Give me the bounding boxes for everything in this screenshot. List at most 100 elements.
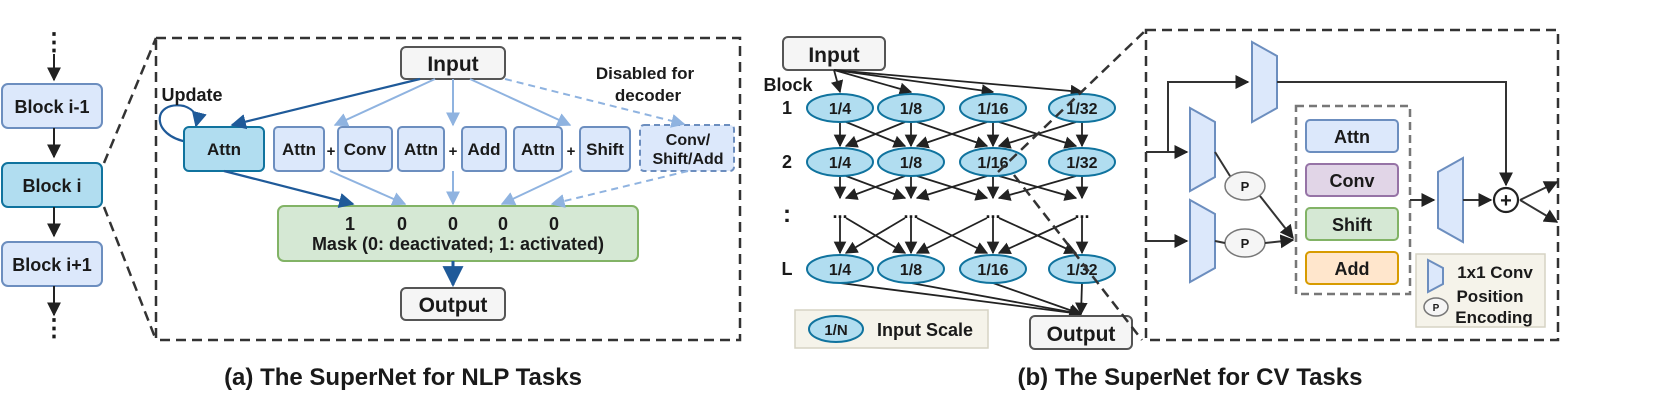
mask-value: 1 bbox=[345, 214, 355, 234]
svg-text:1/32: 1/32 bbox=[1066, 262, 1097, 279]
arrow-input-disabled bbox=[504, 78, 686, 128]
cv-caption: (b) The SuperNet for CV Tasks bbox=[1018, 364, 1363, 391]
pair-attn-conv: Attn + Conv bbox=[273, 126, 393, 172]
row-label: 2 bbox=[782, 152, 792, 172]
svg-text:1/16: 1/16 bbox=[977, 101, 1008, 118]
row-label: 1 bbox=[782, 98, 792, 118]
mask-box bbox=[277, 205, 639, 262]
svg-text:1/4: 1/4 bbox=[829, 262, 851, 279]
arrow-attn-mask bbox=[223, 169, 355, 209]
zoom-line-bottom bbox=[102, 206, 158, 341]
cv-input-label: Input bbox=[808, 44, 859, 67]
mask-value: 0 bbox=[498, 214, 508, 234]
row-ellipsis: ... bbox=[1074, 202, 1089, 222]
cv-zoom-line-top bbox=[997, 29, 1147, 173]
grid-arrow bbox=[844, 175, 906, 200]
scale-node: 1/4 bbox=[806, 93, 874, 123]
op-attn: Attn bbox=[1305, 119, 1399, 153]
nlp-dashed-frame bbox=[154, 36, 742, 342]
scale-node: 1/8 bbox=[877, 254, 945, 284]
pair-attn-add-plus: + bbox=[449, 143, 458, 160]
op-add: Add bbox=[1305, 251, 1399, 285]
nlp-panel: ⋮ Block i-1 Block i Block i+1 ⋮ Input Up… bbox=[1, 29, 742, 391]
position-encoding-symbol: P bbox=[1241, 179, 1250, 194]
op-conv: Conv bbox=[1305, 163, 1399, 197]
block-i-plus-1 bbox=[1, 241, 103, 287]
grid-arrow bbox=[833, 69, 995, 97]
block-i-label: Block i bbox=[22, 176, 81, 196]
grid-arrow bbox=[1075, 282, 1088, 316]
scale-node: 1/16 bbox=[959, 254, 1027, 284]
grid-arrow bbox=[997, 217, 1077, 255]
cv-output-box bbox=[1029, 315, 1133, 350]
conv1x1-top bbox=[1251, 40, 1278, 124]
arrow-disabled-mask bbox=[550, 170, 689, 208]
scale-node: 1/32 bbox=[1048, 254, 1116, 284]
position-encoding-node bbox=[1224, 171, 1266, 201]
disabled-note-line1: Disabled for bbox=[596, 64, 695, 83]
scale-node: 1/8 bbox=[877, 93, 945, 123]
cv-output-label: Output bbox=[1047, 323, 1116, 346]
grid-arrow bbox=[910, 282, 1083, 319]
pair-attn-add: Attn + Add bbox=[397, 126, 507, 172]
pair-attn-add-a: Attn bbox=[404, 140, 438, 159]
scale-node: 1/16 bbox=[959, 93, 1027, 123]
input-scale-text: Input Scale bbox=[877, 320, 973, 340]
pe-legend-line1: Position bbox=[1456, 287, 1523, 306]
sum-symbol: + bbox=[1500, 190, 1512, 212]
svg-text:Attn: Attn bbox=[1334, 127, 1370, 147]
conv1x1-legend-text: 1x1 Conv bbox=[1457, 263, 1533, 282]
nlp-input-label: Input bbox=[427, 53, 478, 76]
input-scale-symbol bbox=[808, 315, 864, 343]
pair-attn-conv-a: Attn bbox=[282, 140, 316, 159]
grid-arrow bbox=[844, 121, 906, 148]
grid-arrow bbox=[839, 282, 1083, 319]
cv-connections bbox=[1146, 75, 1559, 249]
scale-node: 1/32 bbox=[1048, 147, 1116, 177]
update-loop-arrow bbox=[158, 104, 207, 144]
input-scale-symbol-text: 1/N bbox=[824, 322, 847, 339]
conv1x1-legend-icon bbox=[1427, 258, 1444, 294]
position-encoding-symbol: P bbox=[1241, 236, 1250, 251]
sum-node bbox=[1492, 186, 1520, 214]
row-ellipsis: ... bbox=[903, 202, 918, 222]
grid-arrow bbox=[997, 175, 1077, 201]
arrow-pair1-mask bbox=[329, 170, 407, 206]
conv-shift-add-box bbox=[639, 124, 735, 172]
nlp-output-label: Output bbox=[419, 294, 488, 317]
svg-text:1/32: 1/32 bbox=[1066, 101, 1097, 118]
grid-arrow bbox=[992, 282, 1083, 317]
svg-text:Shift: Shift bbox=[1332, 215, 1372, 235]
svg-text:1/8: 1/8 bbox=[900, 155, 922, 172]
mask-value: 0 bbox=[397, 214, 407, 234]
block-header: Block bbox=[763, 75, 813, 95]
mask-value: 0 bbox=[448, 214, 458, 234]
grid-arrow bbox=[830, 69, 844, 94]
conv1x1-merge bbox=[1437, 156, 1464, 244]
block-stack: ⋮ Block i-1 Block i Block i+1 ⋮ bbox=[1, 29, 103, 342]
block-i-plus-1-label: Block i+1 bbox=[12, 255, 92, 275]
pe-legend-icon bbox=[1423, 297, 1449, 317]
conv1x1-mid bbox=[1189, 106, 1216, 193]
pe-legend-line2: Encoding bbox=[1455, 308, 1532, 327]
grid-arrow bbox=[844, 217, 906, 254]
svg-text:1/4: 1/4 bbox=[829, 101, 851, 118]
row-ellipsis: ... bbox=[832, 202, 847, 222]
pair-attn-shift-b: Shift bbox=[586, 140, 624, 159]
pair-attn-shift-a: Attn bbox=[521, 140, 555, 159]
mask-value: 0 bbox=[549, 214, 559, 234]
svg-text:1/8: 1/8 bbox=[900, 101, 922, 118]
row-ellipsis: ... bbox=[985, 202, 1000, 222]
arrow-input-pair3 bbox=[469, 78, 572, 127]
stack-dots-bottom: ⋮ bbox=[42, 315, 66, 342]
grid-nodes: 1/4 1/8 1/16 1/32 1/4 1/8 1/16 1/32 ... … bbox=[806, 93, 1116, 284]
scale-node: 1/16 bbox=[959, 147, 1027, 177]
block-i-minus-1-label: Block i-1 bbox=[14, 97, 89, 117]
grid-arrow bbox=[833, 69, 1084, 98]
scale-node: 1/32 bbox=[1048, 93, 1116, 123]
nlp-output-box bbox=[400, 287, 506, 321]
pair-attn-add-b: Add bbox=[467, 140, 500, 159]
svg-text:1/8: 1/8 bbox=[900, 262, 922, 279]
conv-shift-add-line2: Shift/Add bbox=[652, 151, 723, 168]
